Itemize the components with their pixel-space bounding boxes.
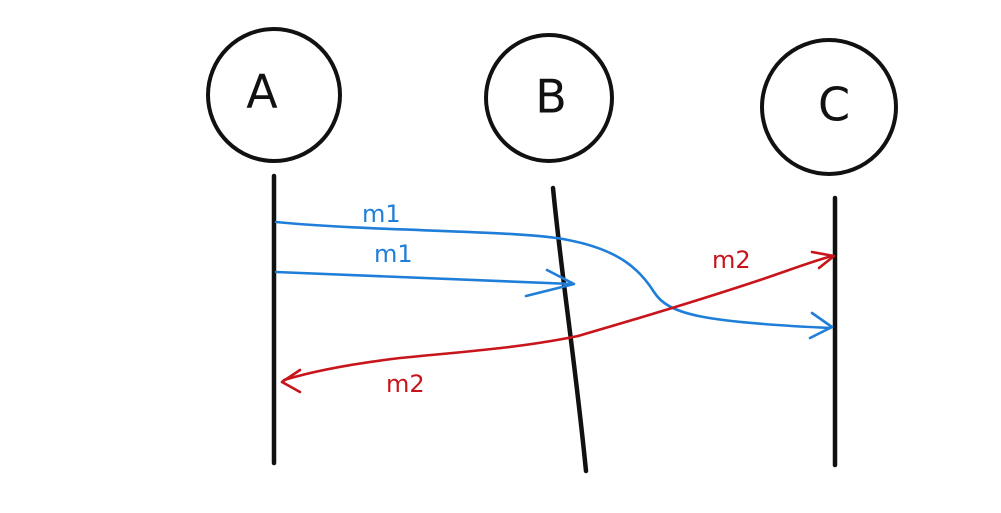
message-m1-to-b-line <box>274 270 574 286</box>
message-m1-to-c-arrowhead <box>808 311 834 340</box>
node-b: B <box>484 33 614 163</box>
message-m2-to-c-label: m2 <box>712 246 751 274</box>
node-a-circle <box>206 27 342 163</box>
message-m2-to-c-arrowhead <box>810 250 836 270</box>
message-m1-to-c-label: m1 <box>362 200 401 228</box>
message-m1-to-c: m1 <box>274 200 834 340</box>
node-c: C <box>760 38 898 176</box>
message-m1-to-b: m1 <box>274 240 576 298</box>
message-m1-to-b-arrowhead <box>524 268 576 298</box>
message-m2-to-c-line <box>576 254 834 338</box>
message-m2-to-a-label: m2 <box>386 370 425 398</box>
message-m2-to-a-line <box>282 334 580 382</box>
message-m2-to-a: m2 <box>280 334 580 398</box>
message-m2-to-c: m2 <box>576 246 836 338</box>
node-c-label: C <box>818 78 850 132</box>
message-m1-to-b-label: m1 <box>374 240 413 268</box>
node-b-label: B <box>535 70 567 124</box>
node-b-circle <box>484 33 614 163</box>
node-c-circle <box>760 38 898 176</box>
message-m1-to-c-line <box>274 220 832 330</box>
message-m2-to-a-arrowhead <box>280 368 302 394</box>
lifeline-b <box>550 185 589 474</box>
node-a-label: A <box>246 65 278 119</box>
node-a: A <box>206 27 342 163</box>
